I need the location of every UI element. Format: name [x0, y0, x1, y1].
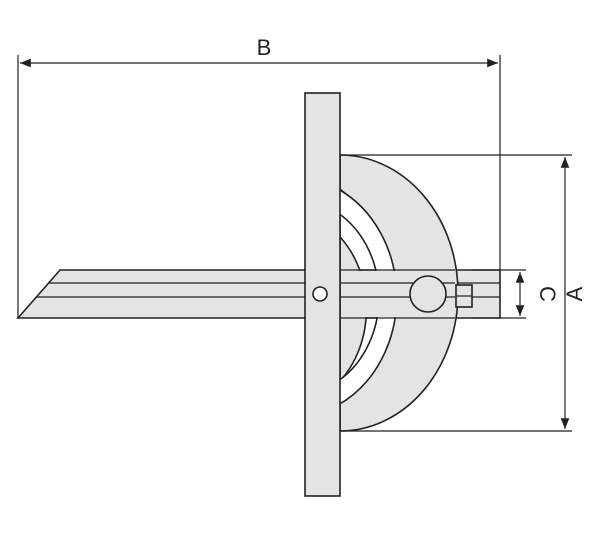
- dimension-a: A: [340, 154, 587, 432]
- dimension-b: B: [17, 35, 501, 318]
- blade-clamp: [455, 284, 473, 308]
- dimension-c: C: [472, 269, 560, 319]
- label-c: C: [535, 286, 560, 302]
- label-b: B: [257, 35, 272, 60]
- label-a: A: [562, 286, 587, 301]
- locking-knob: [409, 275, 447, 313]
- pivot-hole: [312, 286, 328, 302]
- vertical-stock: [304, 92, 341, 497]
